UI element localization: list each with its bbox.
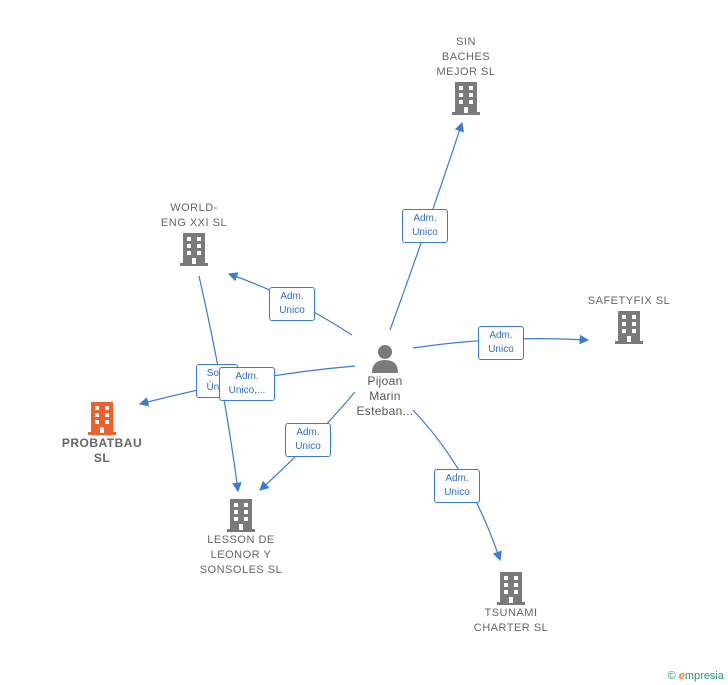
copyright-icon: © — [667, 670, 676, 682]
edge-label-tsunami[interactable]: Adm. Unico — [434, 469, 480, 503]
edge-label-worldeng[interactable]: Adm. Unico — [269, 287, 315, 321]
brand-name: mpresia — [684, 670, 724, 682]
building-icon-highlight — [88, 402, 116, 435]
company-label: WORLD- ENG XXI SL — [160, 202, 228, 229]
company-safetyfix[interactable]: SAFETYFIX SL — [579, 294, 679, 345]
company-sinbaches[interactable]: SIN BACHES MEJOR SL — [426, 35, 506, 116]
company-label: LESSON DE LEONOR Y SONSOLES SL — [199, 534, 283, 576]
company-worldeng[interactable]: WORLD- ENG XXI SL — [154, 201, 234, 267]
company-lesson[interactable]: LESSON DE LEONOR Y SONSOLES SL — [191, 497, 291, 578]
edge-label-safetyfix[interactable]: Adm. Unico — [478, 326, 524, 360]
brand-initial: e — [678, 670, 685, 682]
building-icon — [227, 499, 255, 532]
person-icon — [372, 345, 398, 373]
company-label: TSUNAMI CHARTER SL — [473, 607, 549, 634]
building-icon — [180, 233, 208, 266]
building-icon — [615, 311, 643, 344]
company-label: SAFETYFIX SL — [587, 295, 671, 307]
person-label: Pijoan Marin Esteban... — [356, 374, 414, 418]
company-label: SIN BACHES MEJOR SL — [436, 36, 496, 78]
building-icon — [497, 572, 525, 605]
company-probatbau[interactable]: PROBATBAU SL — [57, 400, 147, 466]
company-label: PROBATBAU SL — [61, 436, 143, 465]
edge-label-probatbau[interactable]: Adm. Unico,... — [219, 367, 275, 401]
edge-label-lesson[interactable]: Adm. Unico — [285, 423, 331, 457]
footer-brand: © empresia — [668, 670, 724, 682]
person-node[interactable]: Pijoan Marin Esteban... — [345, 342, 425, 419]
building-icon — [452, 82, 480, 115]
company-tsunami[interactable]: TSUNAMI CHARTER SL — [466, 570, 556, 636]
edge-label-sinbaches[interactable]: Adm. Unico — [402, 209, 448, 243]
